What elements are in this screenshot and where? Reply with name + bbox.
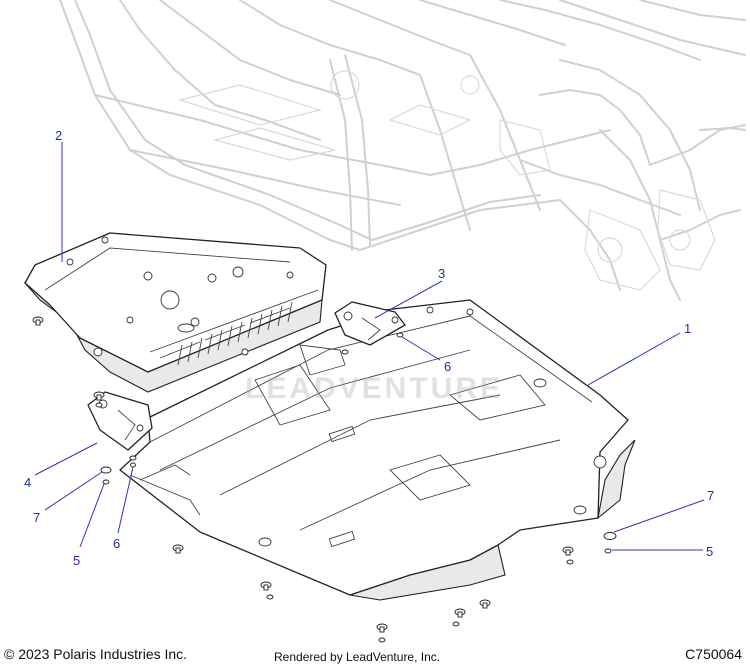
leader-7a — [44, 471, 103, 511]
leader-3 — [374, 280, 443, 319]
callout-1: 1 — [684, 321, 691, 336]
fastener — [93, 391, 105, 401]
skid-plate-main — [119, 299, 636, 601]
fastener — [566, 559, 574, 565]
fastener — [95, 402, 103, 408]
fastener — [604, 548, 612, 554]
leader-5a — [79, 483, 105, 548]
callout-4: 4 — [24, 475, 31, 490]
callouts: 1 2 3 4 5 5 6 6 7 7 — [24, 128, 714, 568]
fastener — [341, 349, 349, 355]
fastener — [102, 479, 110, 485]
callout-7: 7 — [33, 510, 40, 525]
diagram-code: C750064 — [685, 646, 742, 662]
fastener — [129, 455, 137, 461]
callout-5: 5 — [706, 544, 713, 559]
fasteners — [32, 316, 617, 643]
bracket-upper — [334, 301, 406, 346]
leader-7b — [613, 499, 705, 533]
fastener — [603, 532, 617, 540]
fastener — [172, 544, 184, 554]
callout-5: 5 — [73, 553, 80, 568]
fastener — [452, 621, 460, 627]
fastener — [266, 594, 274, 600]
watermark: LEADVENTURE — [245, 372, 504, 405]
callout-7: 7 — [707, 488, 714, 503]
leader-4 — [34, 442, 98, 476]
fastener — [378, 637, 386, 643]
chassis-frame — [59, 0, 746, 301]
fastener — [479, 599, 491, 609]
leader-lines — [34, 142, 705, 551]
callout-6: 6 — [444, 359, 451, 374]
callout-2: 2 — [55, 128, 62, 143]
rendered-by-text: Rendered by LeadVenture, Inc. — [274, 650, 441, 664]
bracket-lower — [87, 391, 153, 451]
leader-6a — [117, 466, 134, 534]
fastener — [130, 462, 136, 468]
fastener — [562, 546, 574, 556]
fastener — [376, 623, 388, 633]
fastener — [100, 466, 112, 474]
callout-3: 3 — [438, 266, 445, 281]
copyright-text: © 2023 Polaris Industries Inc. — [4, 646, 188, 662]
fastener — [260, 581, 272, 591]
callout-6: 6 — [113, 536, 120, 551]
leader-1 — [587, 332, 681, 386]
skid-plate-left — [23, 232, 327, 393]
fastener — [454, 608, 466, 618]
leader-6b — [401, 336, 441, 361]
fastener — [32, 316, 44, 326]
fastener — [396, 332, 404, 338]
